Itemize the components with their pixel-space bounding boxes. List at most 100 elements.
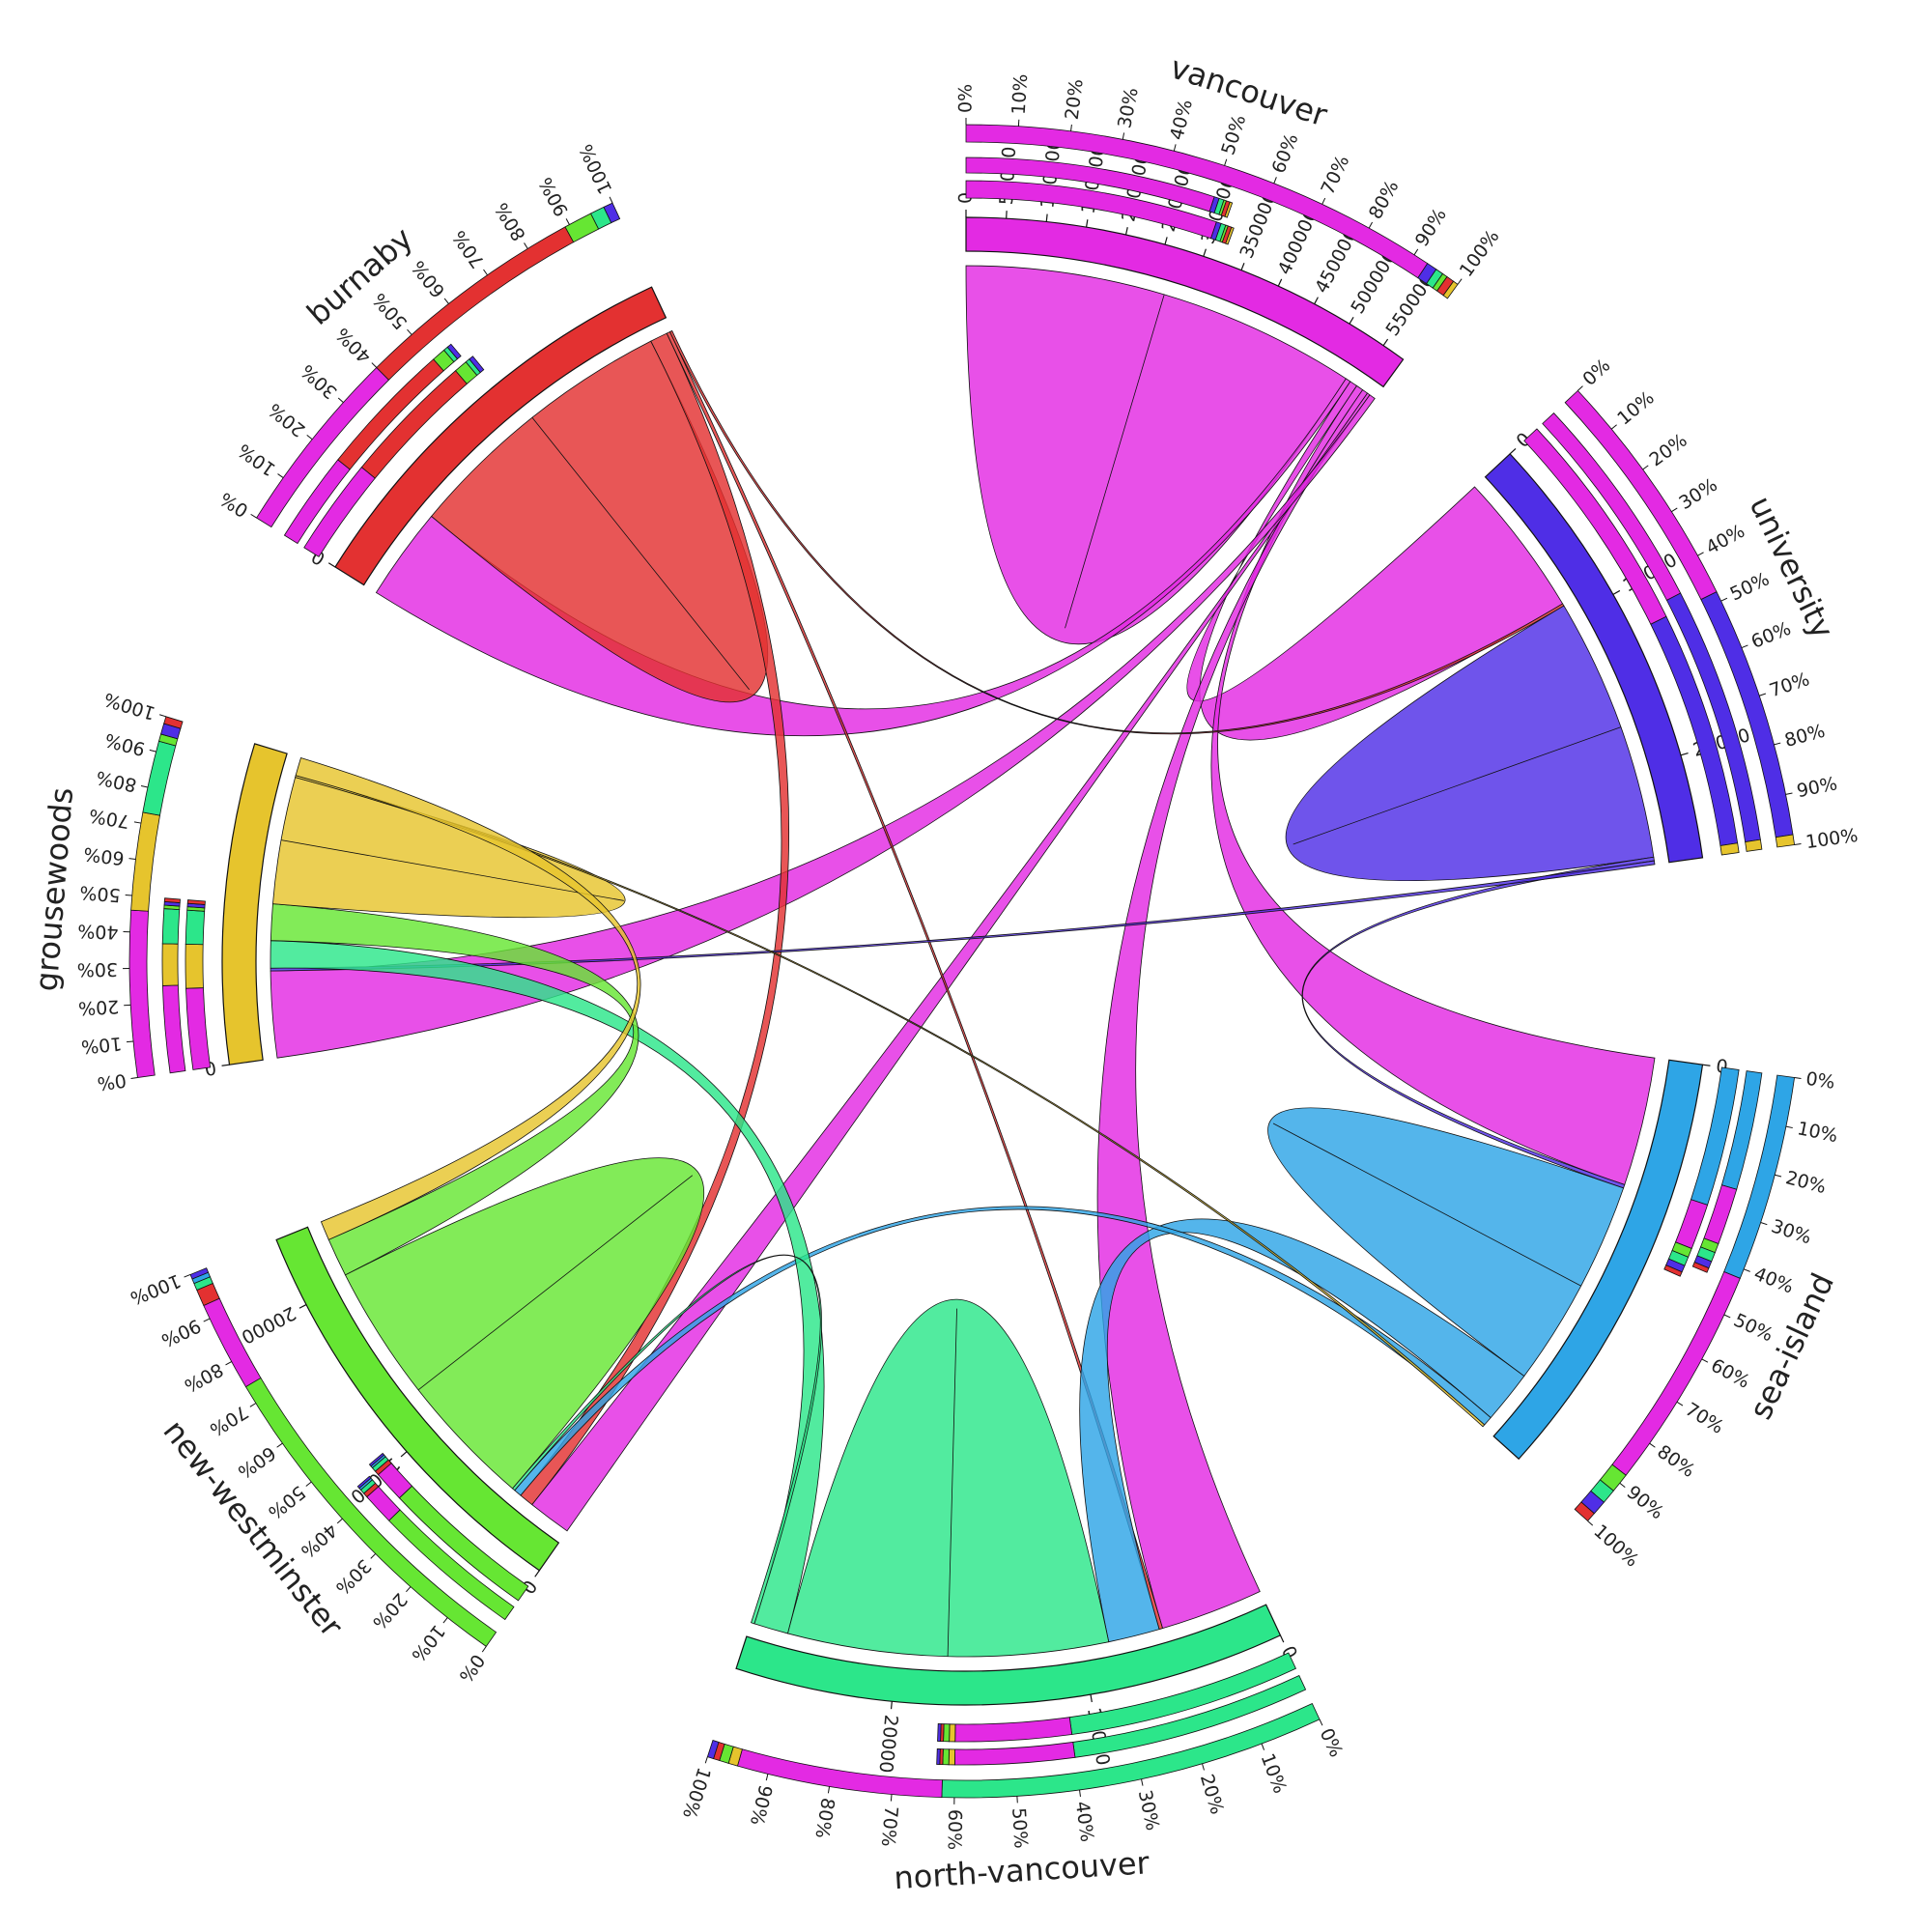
- pct-tick-grousewoods-8: [140, 785, 149, 788]
- pct-tick-sea-island-9: [1619, 1482, 1626, 1489]
- pct-label-north-vancouver-3: 30%: [1134, 1788, 1163, 1833]
- pct-tick-sea-island-1: [1785, 1125, 1793, 1129]
- pct-label-burnaby-6: 60%: [408, 256, 449, 301]
- ribbon-burnaby-new-westminster: [520, 332, 790, 1506]
- pct-tick-north-vancouver-10: [704, 1756, 708, 1764]
- pct-tick-burnaby-6: [443, 298, 449, 304]
- chord-ribbons: [270, 265, 1656, 1658]
- stack-grousewoods-0-5: [186, 899, 206, 905]
- pct-label-vancouver-10: 100%: [1456, 226, 1504, 281]
- pct-bar-grousewoods-2: [142, 740, 177, 816]
- pct-tick-burnaby-2: [306, 434, 313, 440]
- pct-tick-university-7: [1759, 693, 1767, 696]
- pct-label-burnaby-3: 30%: [297, 360, 341, 404]
- pct-label-university-3: 30%: [1675, 474, 1720, 514]
- pct-label-sea-island-10: 100%: [1589, 1520, 1642, 1572]
- segment-band-vancouver: [965, 216, 1405, 388]
- pct-label-burnaby-0: 0%: [216, 488, 252, 522]
- pct-label-university-8: 80%: [1782, 721, 1827, 752]
- pct-bar-university-2: [1775, 834, 1796, 848]
- pct-label-grousewoods-7: 70%: [87, 805, 130, 833]
- pct-tick-new-westminster-10: [184, 1273, 191, 1278]
- pct-tick-university-9: [1785, 792, 1793, 795]
- pct-label-university-1: 10%: [1613, 387, 1659, 430]
- pct-label-new-westminster-10: 100%: [128, 1269, 185, 1309]
- ribbon-sea-island-sea-island: [1267, 1107, 1625, 1378]
- pct-tick-north-vancouver-3: [1141, 1778, 1144, 1786]
- pct-tick-new-westminster-4: [336, 1518, 343, 1524]
- segment-new-westminster: 010000200000%10%20%30%40%50%60%70%80%90%…: [128, 1226, 560, 1687]
- pct-tick-sea-island-2: [1775, 1174, 1782, 1178]
- pct-label-sea-island-7: 70%: [1682, 1399, 1727, 1438]
- pct-tick-university-1: [1610, 424, 1617, 430]
- pct-label-sea-island-8: 80%: [1653, 1441, 1698, 1482]
- pct-label-burnaby-2: 20%: [265, 399, 310, 441]
- pct-label-burnaby-1: 10%: [234, 440, 279, 480]
- pct-tick-grousewoods-10: [158, 714, 166, 718]
- stack-burnaby-0-4: [469, 355, 485, 374]
- pct-tick-new-westminster-9: [203, 1318, 211, 1322]
- tick-vancouver-10: [1349, 317, 1354, 325]
- pct-label-north-vancouver-6: 60%: [944, 1809, 966, 1851]
- pct-label-university-4: 40%: [1702, 521, 1748, 559]
- stack-vancouver-0-5: [1225, 226, 1235, 245]
- pct-tick-university-10: [1794, 843, 1802, 845]
- pct-tick-burnaby-1: [277, 473, 284, 478]
- pct-tick-sea-island-5: [1723, 1314, 1731, 1319]
- pct-tick-burnaby-0: [250, 513, 257, 519]
- ribbon-university-university: [1285, 605, 1655, 881]
- stack-north-vancouver-1-3: [942, 1748, 950, 1766]
- segment-band-north-vancouver: [735, 1604, 1282, 1706]
- pct-tick-new-westminster-0: [481, 1646, 487, 1653]
- pct-tick-grousewoods-6: [128, 858, 136, 860]
- ribbon-north-vancouver-north-vancouver: [786, 1298, 1110, 1658]
- ribbon-grousewoods-sea-island: [295, 775, 1486, 1428]
- pct-label-sea-island-6: 60%: [1707, 1354, 1753, 1392]
- pct-tick-university-4: [1697, 552, 1704, 556]
- pct-label-burnaby-10: 100%: [576, 141, 617, 198]
- stack-north-vancouver-1-5: [936, 1748, 941, 1765]
- pct-tick-new-westminster-5: [305, 1481, 312, 1487]
- pct-label-north-vancouver-4: 40%: [1071, 1800, 1098, 1843]
- pct-label-vancouver-7: 70%: [1317, 152, 1353, 198]
- stack-university-1-2: [1745, 838, 1763, 852]
- stack-burnaby-1-4: [446, 343, 462, 360]
- pct-tick-vancouver-5: [1224, 158, 1228, 166]
- pct-tick-university-3: [1671, 507, 1678, 513]
- pct-tick-grousewoods-0: [130, 1077, 138, 1079]
- pct-label-university-6: 60%: [1748, 618, 1794, 653]
- pct-label-vancouver-0: 0%: [955, 84, 977, 113]
- pct-tick-burnaby-3: [337, 397, 344, 404]
- pct-label-grousewoods-2: 20%: [77, 995, 119, 1018]
- ribbon-university-sea-island: [1301, 856, 1655, 1189]
- ribbon-new-westminster-new-westminster: [344, 1157, 705, 1490]
- pct-label-new-westminster-2: 20%: [368, 1589, 411, 1634]
- tick-label-north-vancouver-2: 20000: [874, 1714, 901, 1774]
- pct-bar-grousewoods-5: [163, 716, 184, 729]
- pct-label-burnaby-9: 90%: [535, 174, 573, 220]
- pct-label-north-vancouver-0: 0%: [1316, 1725, 1348, 1761]
- pct-label-new-westminster-0: 0%: [455, 1650, 489, 1686]
- pct-label-burnaby-5: 50%: [369, 289, 412, 333]
- pct-tick-north-vancouver-1: [1261, 1743, 1265, 1750]
- segment-university: 010000200000%10%20%30%40%50%60%70%80%90%…: [1484, 355, 1860, 864]
- pct-label-north-vancouver-7: 70%: [877, 1805, 902, 1848]
- pct-label-north-vancouver-9: 90%: [746, 1783, 776, 1828]
- pct-label-north-vancouver-10: 100%: [678, 1765, 715, 1821]
- pct-bar-vancouver-5: [1442, 280, 1459, 299]
- tick-new-westminster-2: [298, 1304, 307, 1309]
- stack-grousewoods-1-2: [161, 908, 181, 945]
- pct-tick-burnaby-8: [524, 242, 528, 249]
- pct-tick-vancouver-4: [1173, 144, 1177, 152]
- pct-label-sea-island-2: 20%: [1783, 1167, 1828, 1198]
- segment-grousewoods: 00%10%20%30%40%50%60%70%80%90%100%: [77, 688, 288, 1094]
- pct-label-burnaby-7: 70%: [448, 226, 489, 271]
- ribbon-university-grousewoods: [270, 860, 1656, 972]
- pct-label-grousewoods-0: 0%: [96, 1069, 128, 1094]
- stack-grousewoods-1-0: [161, 984, 186, 1074]
- stack-new-westminster-1-5: [356, 1475, 372, 1490]
- pct-label-vancouver-4: 40%: [1166, 98, 1197, 142]
- pct-label-university-10: 100%: [1804, 825, 1860, 853]
- ribbon-north-vancouver-grousewoods: [270, 940, 825, 1634]
- ribbon-vancouver-sea-island: [1210, 384, 1656, 1185]
